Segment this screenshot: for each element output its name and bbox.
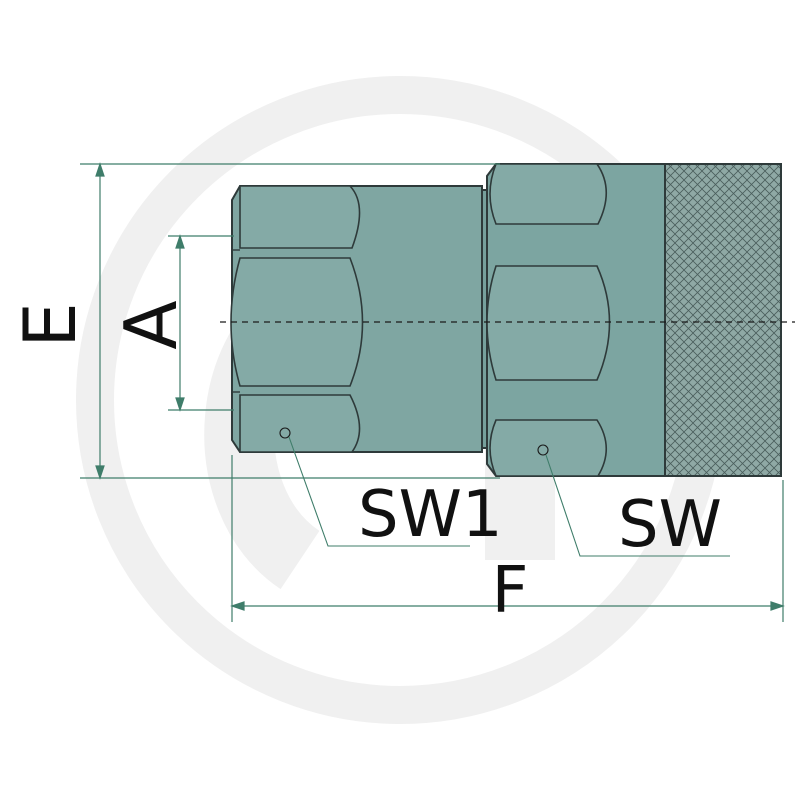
leader-lines (279, 427, 730, 557)
label-a: A (109, 300, 193, 349)
hex-nut-sw1 (230, 185, 483, 453)
knurled-sleeve (664, 163, 782, 477)
hex-sleeve-sw (486, 163, 666, 477)
label-sw1: SW1 (358, 478, 503, 552)
label-e: E (8, 302, 92, 348)
dimension-lines (80, 162, 785, 622)
label-f: F (492, 554, 529, 628)
label-sw: SW (618, 488, 722, 562)
